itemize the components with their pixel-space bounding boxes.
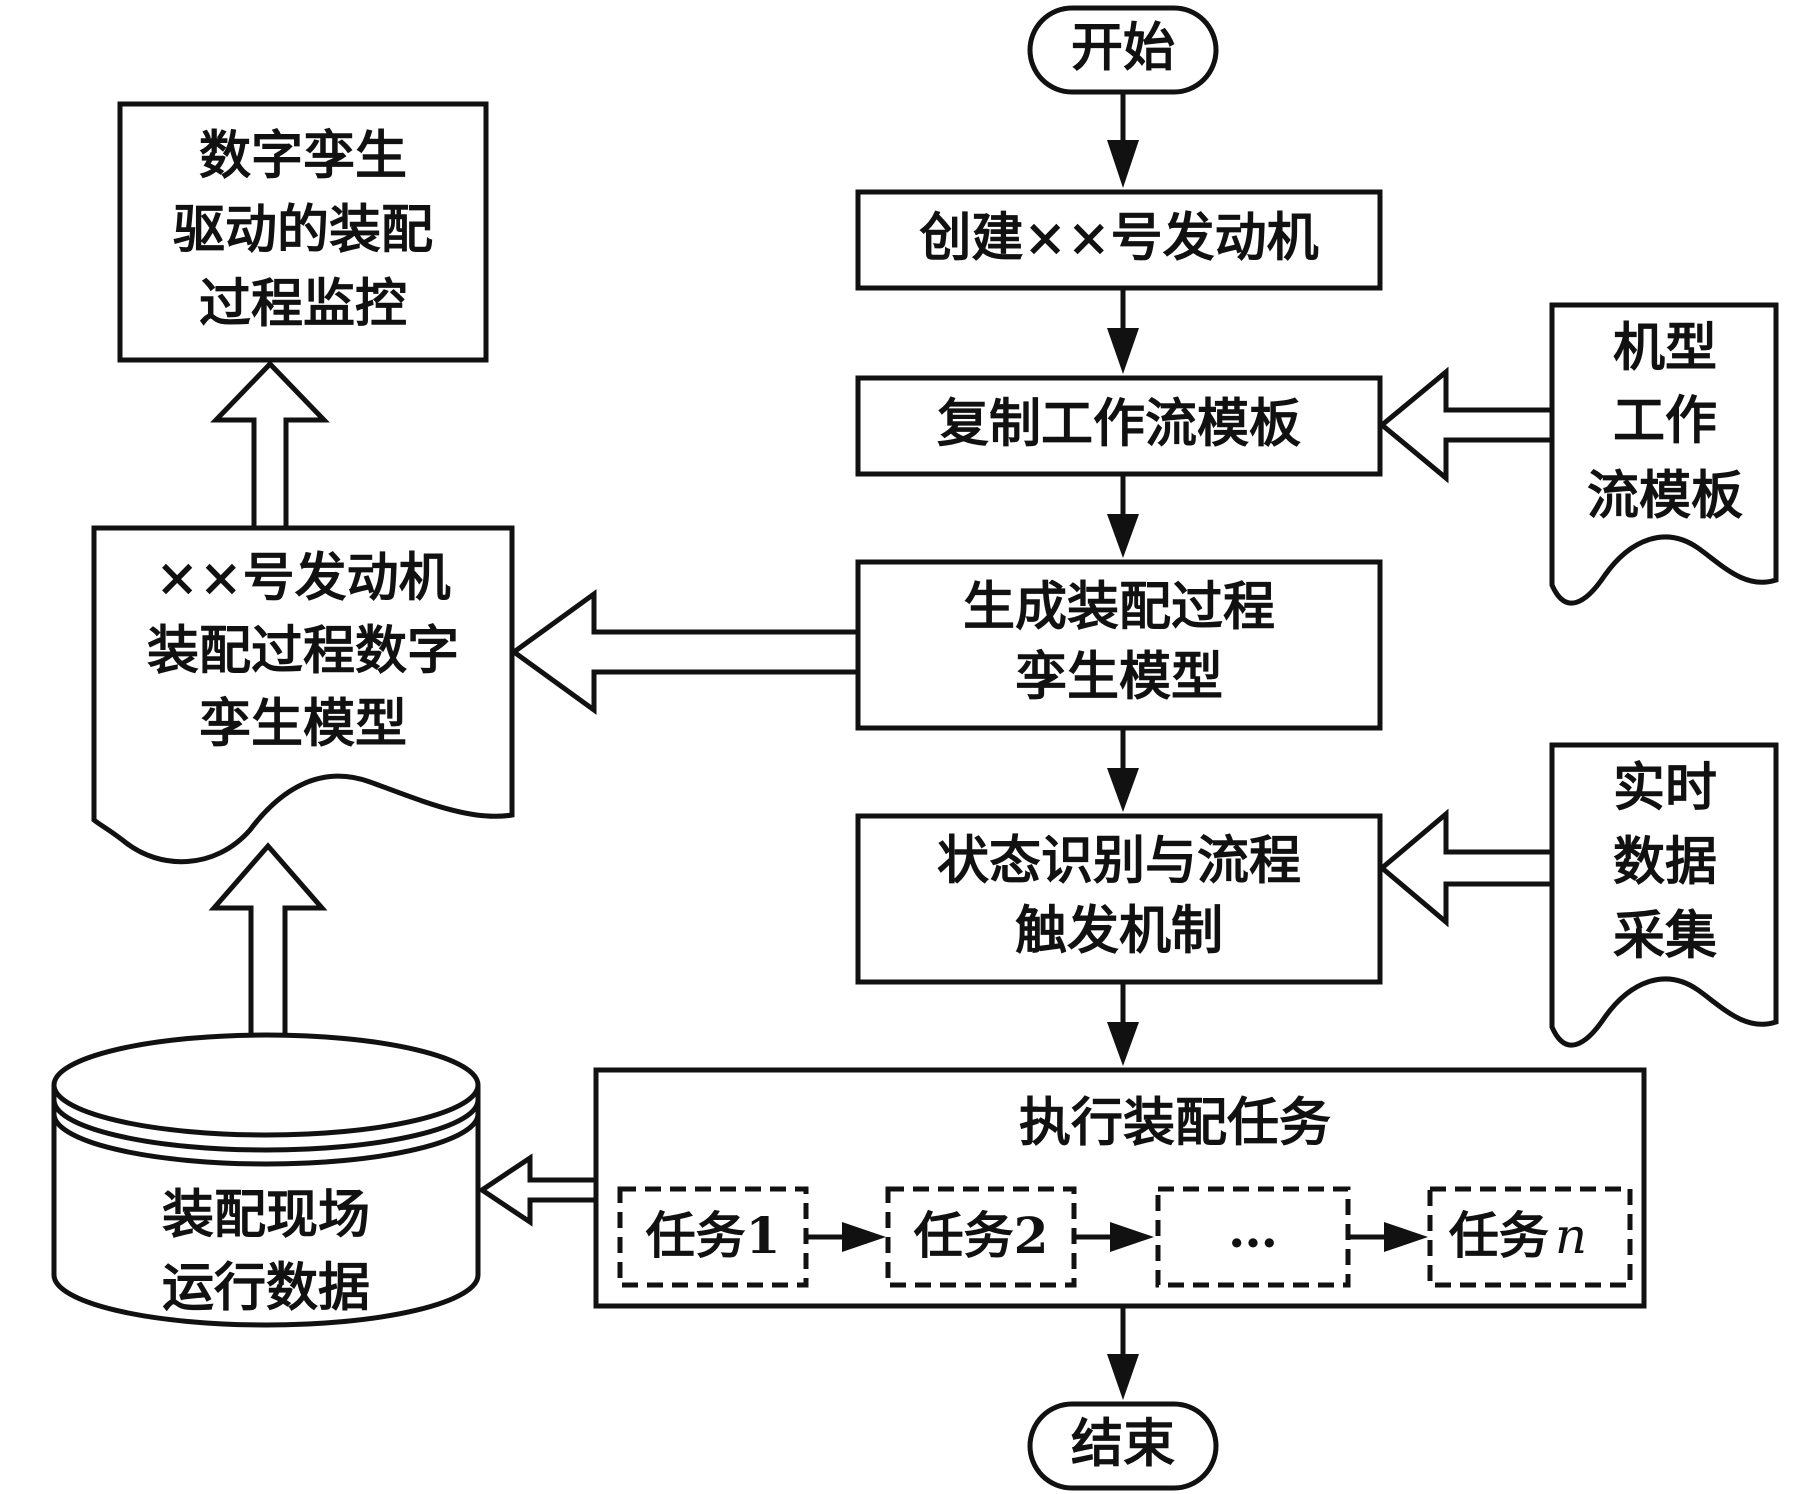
monitoring-line-3: 过程监控 [199,274,407,335]
hollow-arrow-execute-to-data [477,1153,599,1227]
realtime-data-line-2: 数据 [1613,832,1717,893]
realtime-data-document: 实时 数据 采集 [1549,742,1779,1048]
arrow-copy-to-generate [1107,474,1139,558]
task-label-n-text: 任务 [1449,1206,1549,1265]
arrow-task1-to-task2 [806,1222,886,1252]
create-engine-step: 创建××号发动机 [855,189,1383,291]
end-terminal: 结束 [1027,1401,1219,1491]
type-template-line-2: 工作 [1613,391,1717,452]
hollow-arrow-data-to-twin [208,842,328,1045]
task-label-2: 任务2 [914,1206,1049,1265]
copy-template-step: 复制工作流模板 [855,375,1383,477]
task-box-1: 任务1 [617,1186,809,1288]
site-data-database: 装配现场 运行数据 [51,1032,481,1328]
monitoring-line-2: 驱动的装配 [173,200,433,261]
task-box-ellipsis: … [1155,1186,1351,1288]
create-engine-label: 创建××号发动机 [918,208,1318,269]
engine-twin-line-1: ××号发动机 [155,548,450,609]
site-data-line-2: 运行数据 [162,1258,370,1319]
type-template-line-1: 机型 [1613,318,1717,379]
monitoring-box: 数字孪生 驱动的装配 过程监控 [117,101,489,363]
execute-tasks-title: 执行装配任务 [1019,1093,1331,1154]
hollow-arrow-realtime-to-state [1378,808,1555,928]
hollow-arrow-model-to-monitoring [210,360,330,531]
type-workflow-template-document: 机型 工作 流模板 [1549,302,1779,606]
hollow-arrow-template-to-copy [1378,366,1555,484]
state-recognition-step: 状态识别与流程 触发机制 [855,813,1383,985]
realtime-data-line-1: 实时 [1613,758,1717,819]
state-recognition-line-1: 状态识别与流程 [937,831,1301,892]
arrow-start-to-create [1107,92,1139,188]
generate-model-line-2: 孪生模型 [1015,647,1223,708]
task-label-1: 任务1 [646,1206,781,1265]
monitoring-line-1: 数字孪生 [199,126,407,187]
arrow-generate-to-state [1107,728,1139,812]
task-box-2: 任务2 [885,1186,1077,1288]
arrow-create-to-copy [1107,288,1139,374]
realtime-data-line-3: 采集 [1613,906,1717,967]
engine-twin-line-3: 孪生模型 [199,694,407,755]
arrow-task2-to-ellipsis [1074,1222,1154,1252]
generate-model-step: 生成装配过程 孪生模型 [855,559,1383,731]
arrow-ellipsis-to-taskn [1348,1222,1428,1252]
start-label: 开始 [1071,18,1175,79]
end-label: 结束 [1071,1414,1175,1475]
arrow-state-to-execute [1107,982,1139,1066]
hollow-arrow-generate-to-twin [509,589,861,715]
start-terminal: 开始 [1027,5,1219,95]
task-label-ellipsis: … [1228,1200,1278,1259]
type-template-line-3: 流模板 [1587,466,1743,527]
copy-template-label: 复制工作流模板 [937,394,1301,455]
site-data-line-1: 装配现场 [162,1185,370,1246]
arrow-execute-to-end [1107,1306,1139,1400]
execute-tasks-step: 执行装配任务 任务1 任务2 … [593,1067,1647,1309]
state-recognition-line-2: 触发机制 [1015,901,1223,962]
task-label-n-suffix: n [1555,1207,1587,1265]
generate-model-line-1: 生成装配过程 [963,577,1275,638]
engine-twin-line-2: 装配过程数字 [147,621,459,682]
engine-twin-model-document: ××号发动机 装配过程数字 孪生模型 [91,525,515,865]
